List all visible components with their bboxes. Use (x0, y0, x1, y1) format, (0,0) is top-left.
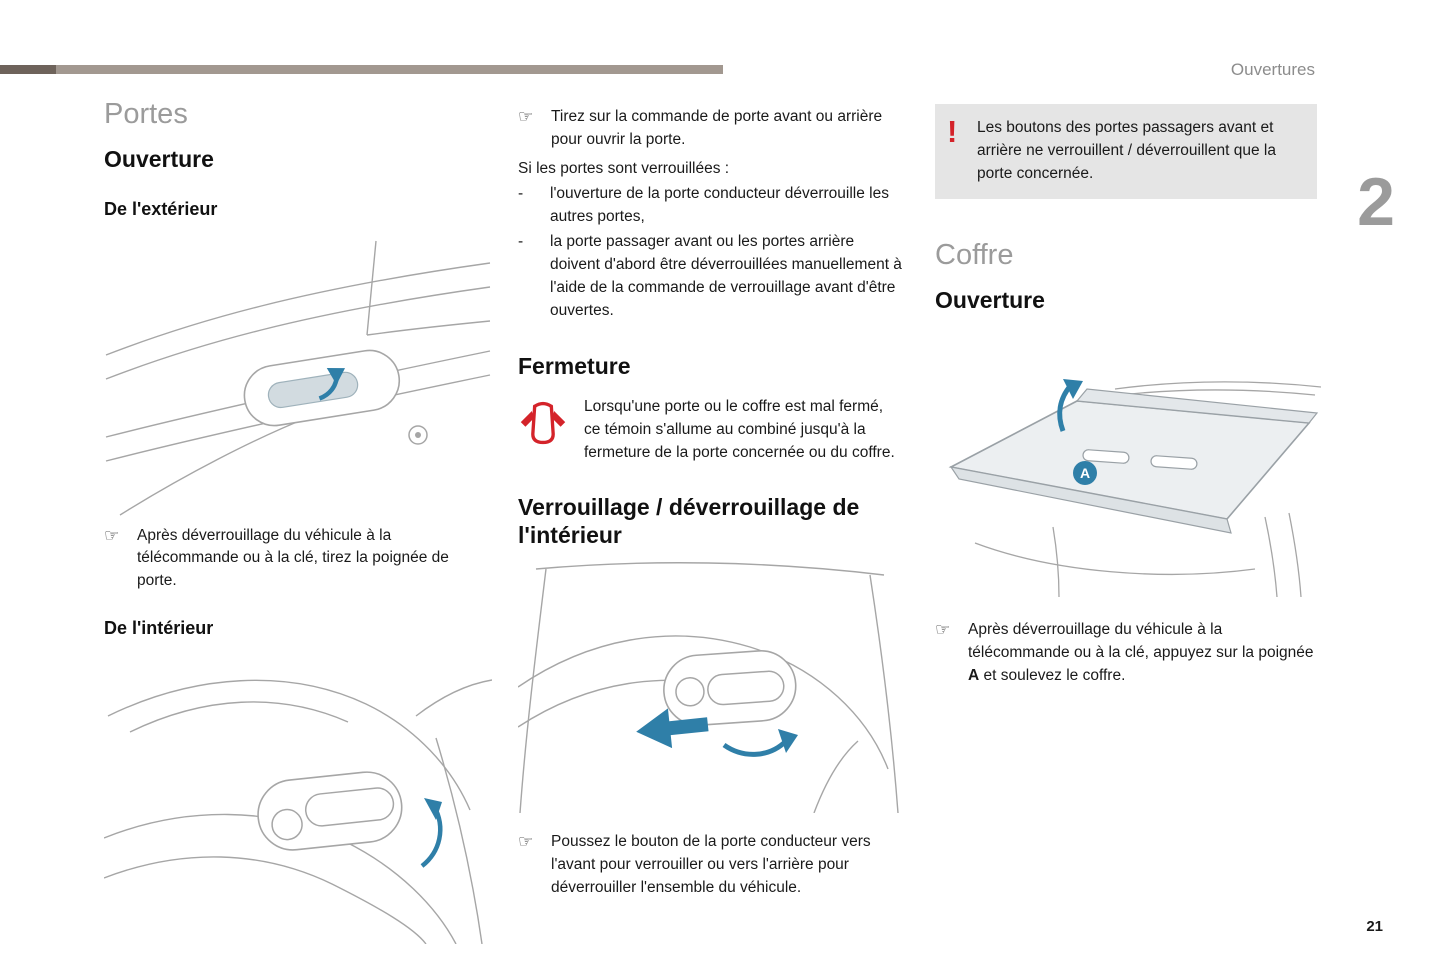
instruction-note-exterior: ☞ Après déverrouillage du véhicule à la … (104, 525, 492, 594)
running-header: Ouvertures (1230, 60, 1315, 79)
handle-a-badge (1073, 460, 1097, 485)
note-text-bold-a: A (968, 666, 980, 684)
locked-intro: Si les portes sont verrouillées : (518, 159, 730, 177)
interior-door-handle-illustration (104, 679, 492, 944)
heading-verrouillage-interieur: Verrouillage / déverrouillage de l'intér… (518, 494, 860, 549)
column-portes: Portes Ouverture De l'extérieur (104, 98, 492, 944)
exclamation-warning-icon: ! (947, 114, 958, 149)
chapter-number: 2 (1357, 164, 1395, 240)
exterior-door-handle-illustration (105, 240, 491, 516)
warning-text: Les boutons des portes passagers avant e… (977, 119, 1276, 182)
door-open-warning-icon (520, 402, 566, 445)
section-title-portes: Portes (104, 98, 188, 130)
heading-ouverture-portes: Ouverture (104, 146, 214, 173)
note-text: Poussez le bouton de la porte conducteur… (551, 833, 871, 897)
fermeture-text: Lorsqu'une porte ou le coffre est mal fe… (584, 398, 895, 462)
pointing-hand-icon: ☞ (104, 525, 120, 545)
heading-de-interieur: De l'intérieur (104, 618, 214, 639)
list-item-text: l'ouverture de la porte conducteur déver… (550, 184, 889, 225)
warning-box: ! Les boutons des portes passagers avant… (935, 104, 1317, 199)
chapter-color-bar (0, 65, 723, 74)
column-middle: ☞ Tirez sur la commande de porte avant o… (518, 98, 902, 900)
list-item-text: la porte passager avant ou les portes ar… (550, 232, 902, 319)
note-text: Après déverrouillage du véhicule à la té… (137, 526, 449, 590)
pointing-hand-icon: ☞ (935, 619, 951, 639)
heading-de-exterieur: De l'extérieur (104, 198, 218, 219)
handle-a-label: A (1080, 465, 1090, 481)
list-item: - la porte passager avant ou les portes … (518, 231, 902, 323)
note-text-part: Après déverrouillage du véhicule à la té… (968, 620, 1314, 661)
instruction-note-coffre: ☞ Après déverrouillage du véhicule à la … (935, 619, 1317, 688)
page-number: 21 (1366, 918, 1383, 935)
heading-ouverture-coffre: Ouverture (935, 287, 1045, 314)
list-item: - l'ouverture de la porte conducteur dév… (518, 183, 902, 229)
note-text: Après déverrouillage du véhicule à la té… (968, 619, 1317, 688)
instruction-note-lock: ☞ Poussez le bouton de la porte conducte… (518, 831, 902, 900)
pointing-hand-icon: ☞ (518, 832, 534, 852)
heading-fermeture: Fermeture (518, 353, 631, 380)
instruction-note-open: ☞ Tirez sur la commande de porte avant o… (518, 106, 902, 152)
note-text-part: et soulevez le coffre. (979, 666, 1126, 684)
column-coffre: ! Les boutons des portes passagers avant… (935, 98, 1321, 688)
interior-lock-button-illustration (518, 562, 899, 814)
bar-light-segment (56, 65, 723, 74)
tailgate-opening-illustration: A (948, 378, 1321, 597)
note-text: Tirez sur la commande de porte avant ou … (551, 108, 883, 148)
fermeture-warning-row: Lorsqu'une porte ou le coffre est mal fe… (518, 396, 902, 465)
section-title-coffre: Coffre (935, 238, 1014, 271)
pointing-hand-icon: ☞ (518, 107, 534, 126)
bar-dark-segment (0, 65, 56, 74)
dash-bullet: - (518, 184, 524, 202)
dash-bullet: - (518, 232, 524, 250)
